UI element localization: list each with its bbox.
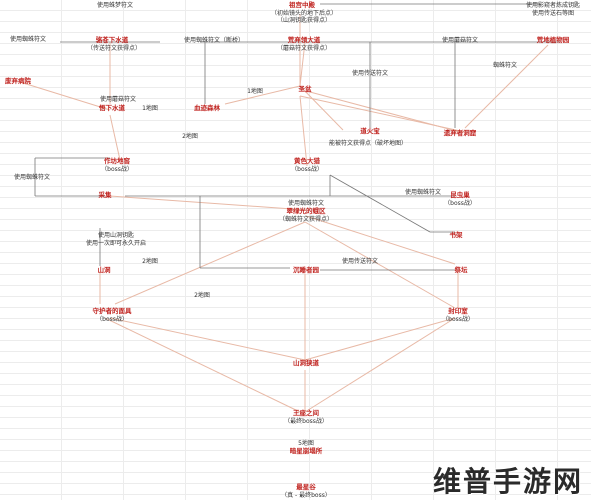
annotation: 使用蛛梦符文: [96, 2, 134, 9]
node-feihua: 废弃病院: [5, 77, 31, 85]
node-sbao: 封印室: [448, 307, 468, 315]
node-sub: （boss战）: [442, 316, 474, 323]
edge: [224, 85, 301, 105]
node-shandong-jia: 山洞狭道: [293, 359, 319, 367]
node-lingxia: 悟下水道: [99, 104, 125, 112]
annotation: 2地图: [142, 258, 158, 265]
annotation: 蜘蛛符文: [492, 62, 518, 69]
annotation: 使用蜘蛛符文: [287, 200, 325, 207]
node-sub: （boss战）: [291, 166, 323, 173]
edge: [304, 221, 456, 309]
node-zuoshu: 作坊地窖: [104, 157, 130, 165]
annotation: 2地图: [194, 292, 210, 299]
node-zhongdian: 暗星崩塌所: [289, 447, 323, 455]
node-sub: （最终boss战）: [284, 418, 328, 425]
annotation: 使用蜘蛛符文（断桥）: [183, 37, 245, 44]
edge-dark: [329, 174, 431, 233]
node-huangqi-zhiwu: 荒地植物园: [536, 36, 570, 44]
edge: [304, 317, 456, 361]
node-shuhe: 书架: [449, 231, 463, 239]
annotation: 使用一次即可永久开启: [85, 240, 147, 247]
node-lanshi: 血迹森林: [194, 104, 220, 112]
edge: [114, 221, 306, 305]
edge: [464, 44, 549, 129]
edge: [305, 215, 456, 265]
node-bottom: 最星谷: [296, 483, 316, 491]
node-shengyu: 圣盆: [298, 85, 312, 93]
node-sub: （boss战）: [444, 200, 476, 207]
annotation: 使用蜘蛛符文: [9, 36, 47, 43]
node-shouhu: 守护者的面具: [92, 307, 132, 315]
node-sub: （蘑菇符文获得点）: [276, 45, 332, 52]
node-sub: （蜘蛛符文获得点）: [278, 216, 334, 223]
annotation: 使用传送石等图: [531, 10, 575, 17]
edge: [109, 114, 121, 161]
edge: [299, 85, 344, 131]
edge: [299, 41, 306, 87]
node-sub: （真 - 最终boss）: [281, 492, 331, 499]
node-wangzhe: 王座之间: [293, 409, 319, 417]
node-shenmi: 祭坛: [454, 266, 468, 274]
edge: [304, 317, 456, 413]
node-huangsi: 沉睡者园: [293, 266, 319, 274]
node-sub: （boss战）: [101, 166, 133, 173]
node-top-center: 祖宫中殿: [289, 1, 315, 9]
annotation: 使用蘑菇符文: [99, 96, 137, 103]
annotation: 使用蘑菇符文: [441, 37, 479, 44]
node-sub: （传送符文获得点）: [86, 45, 142, 52]
node-sub: 能被符文获得点（破坏地图）: [328, 140, 408, 147]
annotation: 2地图: [182, 133, 198, 140]
node-huangqi: 荒弃领大道: [287, 36, 321, 44]
node-mingzhao: 翠绿光的蛾区: [286, 207, 326, 215]
annotation: 使用传送符文: [341, 258, 379, 265]
edge: [109, 195, 307, 211]
node-sub: （初始镜头的地下后点）: [270, 10, 338, 17]
annotation: 使用传送符文: [351, 70, 389, 77]
node-jingluo: 遗弃者洞窟: [443, 129, 477, 137]
annotation: 使用山洞钥匙: [97, 232, 135, 239]
edge: [299, 95, 466, 133]
node-shijin: 采集: [98, 191, 112, 199]
edge: [299, 95, 308, 167]
node-baozhi: 昆虫巢: [450, 191, 470, 199]
node-luoxia: 骆苍下水道: [95, 36, 129, 44]
watermark: 维普手游网: [423, 460, 583, 498]
node-daohuo: 道火宝: [360, 127, 380, 135]
annotation: 使用影窥者炼成钥匙: [525, 2, 581, 9]
watermark-text: 维普手游网: [432, 465, 583, 498]
annotation: 5地图: [298, 440, 314, 447]
node-shandong: 山洞: [97, 266, 111, 274]
annotation: 使用蜘蛛符文: [404, 189, 442, 196]
node-sub: （boss战）: [96, 316, 128, 323]
annotation: 1地图: [247, 88, 263, 95]
node-huangyu: 黄色大猎: [294, 157, 320, 165]
node-sub: （山洞钥匙获得点）: [276, 17, 332, 24]
edge: [104, 317, 301, 413]
edge: [109, 317, 306, 361]
annotation: 使用蜘蛛符文: [13, 174, 51, 181]
annotation: 1地图: [142, 105, 158, 112]
edge: [19, 81, 111, 111]
